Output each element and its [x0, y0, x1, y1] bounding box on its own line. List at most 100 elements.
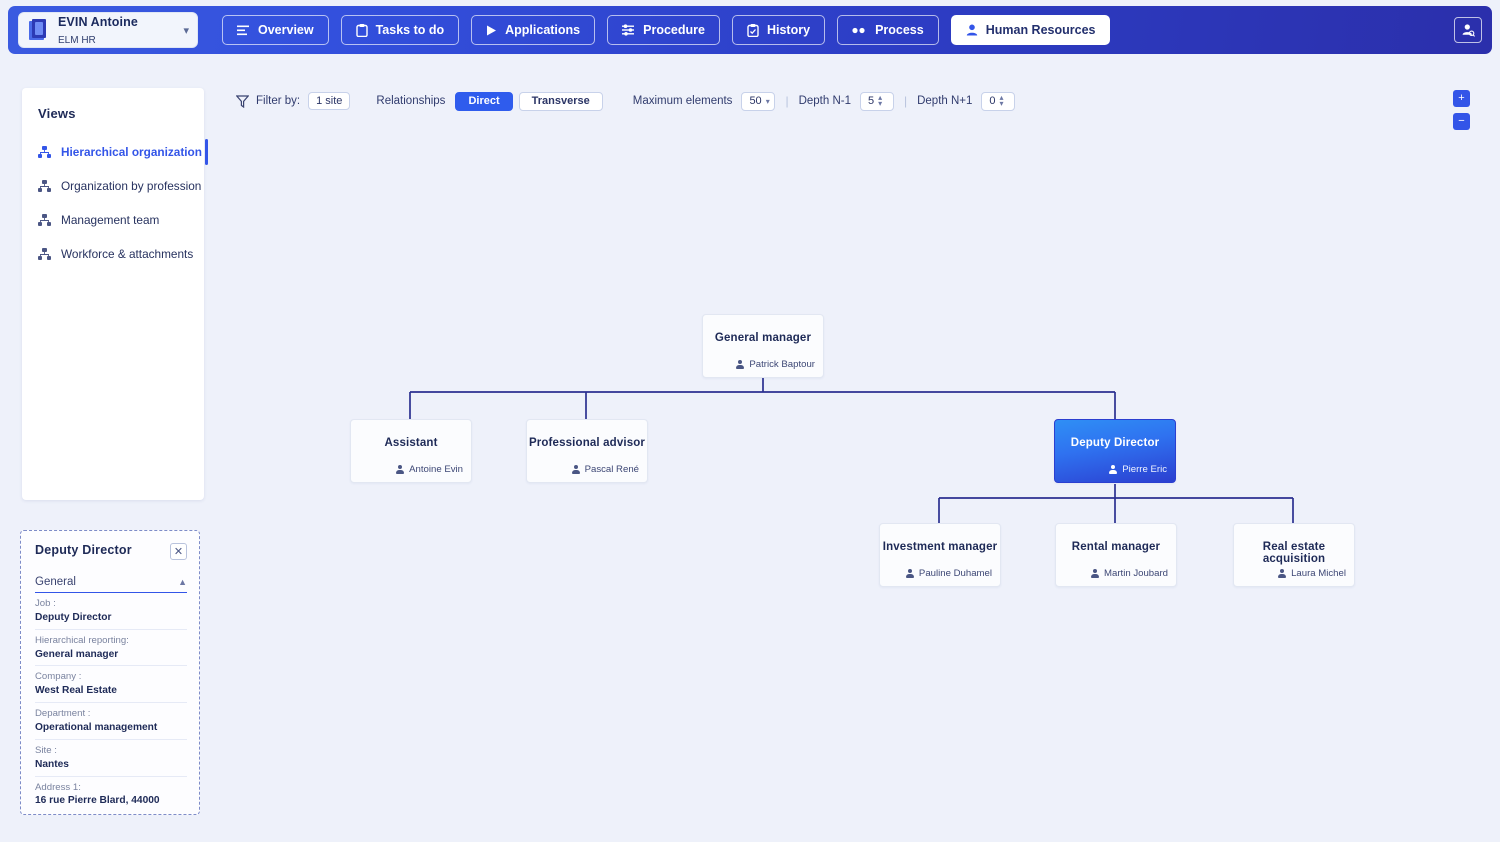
org-node-person-name: Antoine Evin [409, 464, 463, 475]
detail-field: Job : Deputy Director [35, 593, 187, 630]
person-icon [1278, 569, 1287, 578]
org-node-person-name: Patrick Baptour [749, 359, 815, 370]
nav-tab-process[interactable]: Process [837, 15, 939, 45]
chevron-down-icon: ▾ [765, 96, 770, 106]
org-node-person: Patrick Baptour [736, 359, 815, 370]
stepper-arrows-icon: ▴▾ [999, 92, 1004, 108]
play-icon [487, 25, 497, 35]
filter-toolbar: Filter by: 1 site Relationships Direct T… [236, 90, 1016, 112]
user-account-chip[interactable]: EVIN Antoine ELM HR ▾ [18, 12, 198, 48]
clipboard-check-icon [747, 23, 759, 37]
org-chart-canvas[interactable]: + − General manager Patrick Baptour [208, 64, 1500, 842]
detail-field: Address 1: 16 rue Pierre Blard, 44000 [35, 777, 187, 813]
nav-tab-label: Tasks to do [375, 23, 445, 37]
depth-np1-value: 0 [989, 95, 996, 107]
sidebar-item-hierarchical-organization[interactable]: Hierarchical organization [22, 135, 208, 169]
nav-tab-human-resources[interactable]: Human Resources [950, 15, 1111, 45]
sidebar-item-label: Management team [61, 213, 160, 227]
maximum-elements-label: Maximum elements [632, 95, 733, 107]
org-chart-icon [38, 180, 51, 192]
detail-section-general[interactable]: General ▲ [35, 576, 187, 593]
depth-np1-label: Depth N+1 [917, 95, 973, 107]
nav-tab-overview[interactable]: Overview [222, 15, 329, 45]
nav-tab-applications[interactable]: Applications [471, 15, 596, 45]
detail-field-value: Deputy Director [35, 611, 112, 623]
user-name: EVIN Antoine [58, 14, 138, 29]
detail-panel: Deputy Director ✕ General ▲ Job : Deputy… [20, 530, 200, 815]
org-chart-icon [38, 248, 51, 260]
toolbar-divider: | [785, 94, 789, 108]
org-node-person-name: Laura Michel [1291, 568, 1346, 579]
detail-field-key: Hierarchical reporting: [35, 634, 129, 646]
nav-tab-label: Procedure [643, 23, 705, 37]
flow-icon [622, 24, 635, 36]
detail-section-label: General [35, 576, 76, 588]
org-node-professional-advisor[interactable]: Professional advisor Pascal René [526, 419, 648, 483]
org-chart-icon [38, 146, 51, 158]
close-icon[interactable]: ✕ [170, 543, 187, 560]
org-node-person-name: Pascal René [584, 464, 639, 475]
user-org: ELM HR [58, 35, 96, 46]
sidebar-item-management-team[interactable]: Management team [22, 203, 204, 237]
filter-site-input[interactable]: 1 site [308, 92, 351, 110]
depth-n1-stepper[interactable]: 5 ▴▾ [859, 91, 894, 111]
zoom-controls: + − [1453, 90, 1470, 130]
org-node-person: Pascal René [571, 464, 639, 475]
org-chart-icon [38, 214, 51, 226]
org-node-title: Professional advisor [528, 437, 646, 449]
org-node-person-name: Pierre Eric [1122, 464, 1167, 475]
org-node-person: Martin Joubard [1091, 568, 1168, 579]
sidebar-item-label: Workforce & attachments [61, 247, 194, 261]
chevron-up-icon[interactable]: ▲ [178, 577, 187, 587]
maximum-elements-select[interactable]: 50 ▾ [741, 91, 776, 111]
detail-field-value: Operational management [35, 722, 158, 734]
nav-tab-tasks-to-do[interactable]: Tasks to do [340, 15, 460, 45]
sidebar-item-label: Hierarchical organization [61, 145, 202, 159]
account-search-icon [1462, 24, 1475, 37]
detail-panel-header: Deputy Director ✕ [35, 543, 187, 560]
nav-tab-label: Applications [505, 23, 581, 37]
relationship-option-transverse[interactable]: Transverse [518, 91, 603, 111]
relationships-label: Relationships [376, 95, 446, 107]
sidebar-item-organization-by-profession[interactable]: Organization by profession [22, 169, 204, 203]
org-node-rental-manager[interactable]: Rental manager Martin Joubard [1055, 523, 1177, 587]
org-node-person-name: Martin Joubard [1104, 568, 1168, 579]
nav-tab-label: History [766, 23, 811, 37]
person-icon [736, 360, 745, 369]
org-node-person: Pauline Duhamel [905, 568, 992, 579]
zoom-out-button[interactable]: − [1453, 113, 1470, 130]
detail-field-key: Address 1: [35, 781, 81, 793]
sidebar-item-workforce-attachments[interactable]: Workforce & attachments [22, 237, 204, 271]
zoom-in-button[interactable]: + [1453, 90, 1470, 107]
detail-field-value: West Real Estate [35, 685, 117, 697]
org-node-investment-manager[interactable]: Investment manager Pauline Duhamel [879, 523, 1001, 587]
depth-n1-label: Depth N-1 [798, 95, 851, 107]
app-logo-icon [27, 18, 49, 42]
relationship-option-direct[interactable]: Direct [455, 91, 513, 111]
account-search-button[interactable] [1454, 17, 1482, 43]
org-node-general-manager[interactable]: General manager Patrick Baptour [702, 314, 824, 378]
org-node-real-estate-acquisition[interactable]: Real estate acquisition Laura Michel [1233, 523, 1355, 587]
views-panel-title: Views [38, 106, 76, 121]
person-icon [905, 569, 914, 578]
depth-np1-stepper[interactable]: 0 ▴▾ [981, 91, 1016, 111]
chevron-down-icon[interactable]: ▾ [183, 24, 189, 37]
detail-field-value: 16 rue Pierre Blard, 44000 [35, 795, 160, 807]
org-node-title: Deputy Director [1070, 437, 1160, 449]
nav-tab-procedure[interactable]: Procedure [607, 15, 720, 45]
org-node-title: Assistant [384, 437, 438, 449]
person-icon [396, 465, 405, 474]
detail-field-value: General manager [35, 648, 119, 660]
filter-icon[interactable] [236, 94, 249, 108]
nav-tab-history[interactable]: History [731, 15, 826, 45]
detail-field-key: Site : [35, 744, 57, 756]
org-node-deputy-director[interactable]: Deputy Director Pierre Eric [1054, 419, 1176, 483]
active-indicator [205, 139, 208, 165]
detail-field: Hierarchical reporting: General manager [35, 630, 187, 667]
org-node-assistant[interactable]: Assistant Antoine Evin [350, 419, 472, 483]
detail-field: Site : Nantes [35, 740, 187, 777]
detail-field-value: Nantes [35, 758, 69, 770]
org-node-person: Pierre Eric [1109, 464, 1167, 475]
detail-field-key: Company : [35, 671, 82, 683]
org-node-person-name: Pauline Duhamel [918, 568, 992, 579]
